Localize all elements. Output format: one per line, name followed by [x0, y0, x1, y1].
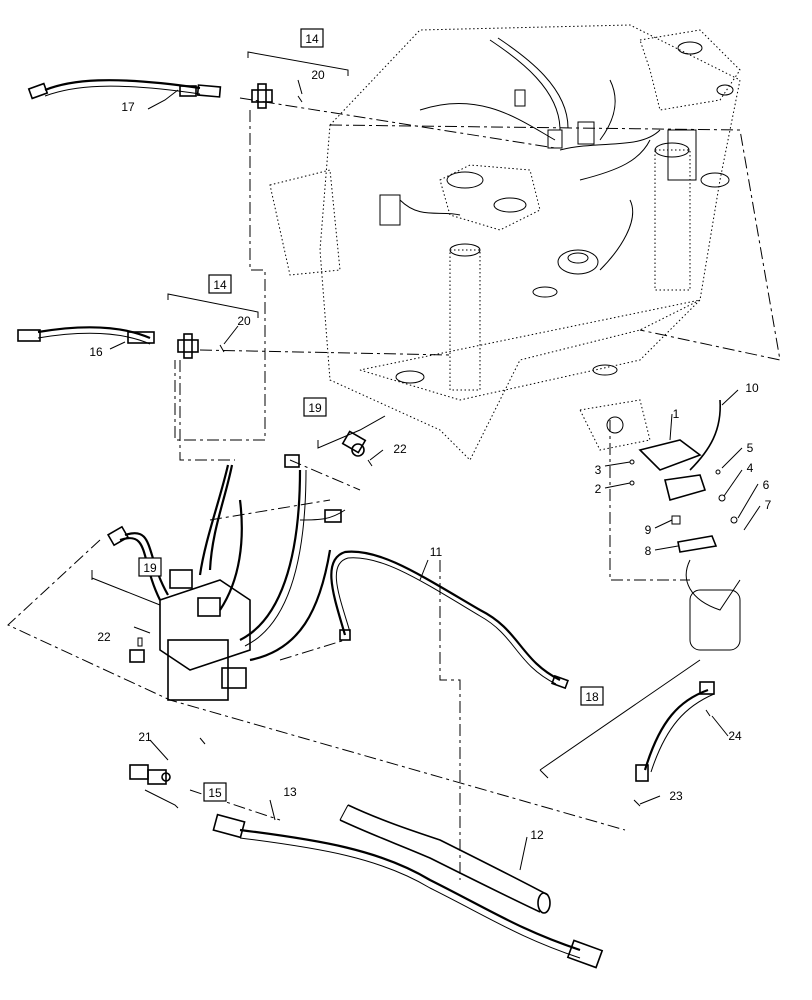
- callout-20-top: 20: [311, 68, 325, 82]
- callout-9: 9: [645, 523, 652, 537]
- reference-lines: [7, 97, 781, 880]
- callout-21: 21: [138, 730, 152, 744]
- callout-23: 23: [669, 789, 683, 803]
- machine-frame: [269, 24, 741, 461]
- callout-10: 10: [745, 381, 759, 395]
- callout-box-14-middle: [208, 274, 232, 294]
- tee-fitting-top: [251, 83, 303, 109]
- hose-17: [27, 79, 222, 100]
- callout-1: 1: [673, 407, 680, 421]
- callout-4: 4: [747, 461, 754, 475]
- hose-13: [212, 813, 604, 969]
- callout-14-middle: 14: [213, 278, 227, 292]
- callout-5: 5: [747, 441, 754, 455]
- protective-sleeve-12: [339, 804, 551, 914]
- callout-box-15: [203, 782, 227, 802]
- callout-box-18: [580, 686, 604, 706]
- callout-11: 11: [430, 545, 443, 559]
- elbow-fitting-15: [129, 764, 171, 785]
- callout-box-19-upper: [303, 397, 327, 417]
- callout-8: 8: [645, 544, 652, 558]
- callout-19-upper: 19: [308, 401, 322, 415]
- callout-20-middle: 20: [237, 314, 251, 328]
- callout-22-lower: 22: [97, 630, 111, 644]
- callouts: 14 20 17 14 20 16 19 22 19 22 21 15 13 1…: [89, 28, 772, 842]
- callout-24: 24: [728, 729, 742, 743]
- control-valve-assembly: [106, 454, 346, 701]
- callout-22-upper: 22: [393, 442, 407, 456]
- callout-12: 12: [530, 828, 544, 842]
- hose-18: [633, 681, 715, 807]
- leader-lines: [109, 79, 761, 871]
- elbow-fitting-19-upper: [341, 430, 373, 467]
- callout-19-lower: 19: [143, 561, 157, 575]
- callout-13: 13: [283, 785, 297, 799]
- callout-3: 3: [595, 463, 602, 477]
- callout-15: 15: [208, 786, 222, 800]
- sensor-plate-group: [629, 399, 741, 651]
- callout-16: 16: [89, 345, 103, 359]
- callout-17: 17: [121, 100, 135, 114]
- callout-7: 7: [765, 498, 772, 512]
- callout-box-19-lower: [138, 557, 162, 577]
- hose-11: [330, 550, 569, 690]
- callout-6: 6: [763, 478, 770, 492]
- callout-2: 2: [595, 482, 602, 496]
- callout-box-14-top: [300, 28, 324, 48]
- hose-16: [17, 326, 155, 345]
- callout-14-top: 14: [305, 32, 319, 46]
- tee-fitting-middle: [177, 333, 225, 359]
- group-brackets: [91, 51, 701, 809]
- callout-18: 18: [585, 690, 599, 704]
